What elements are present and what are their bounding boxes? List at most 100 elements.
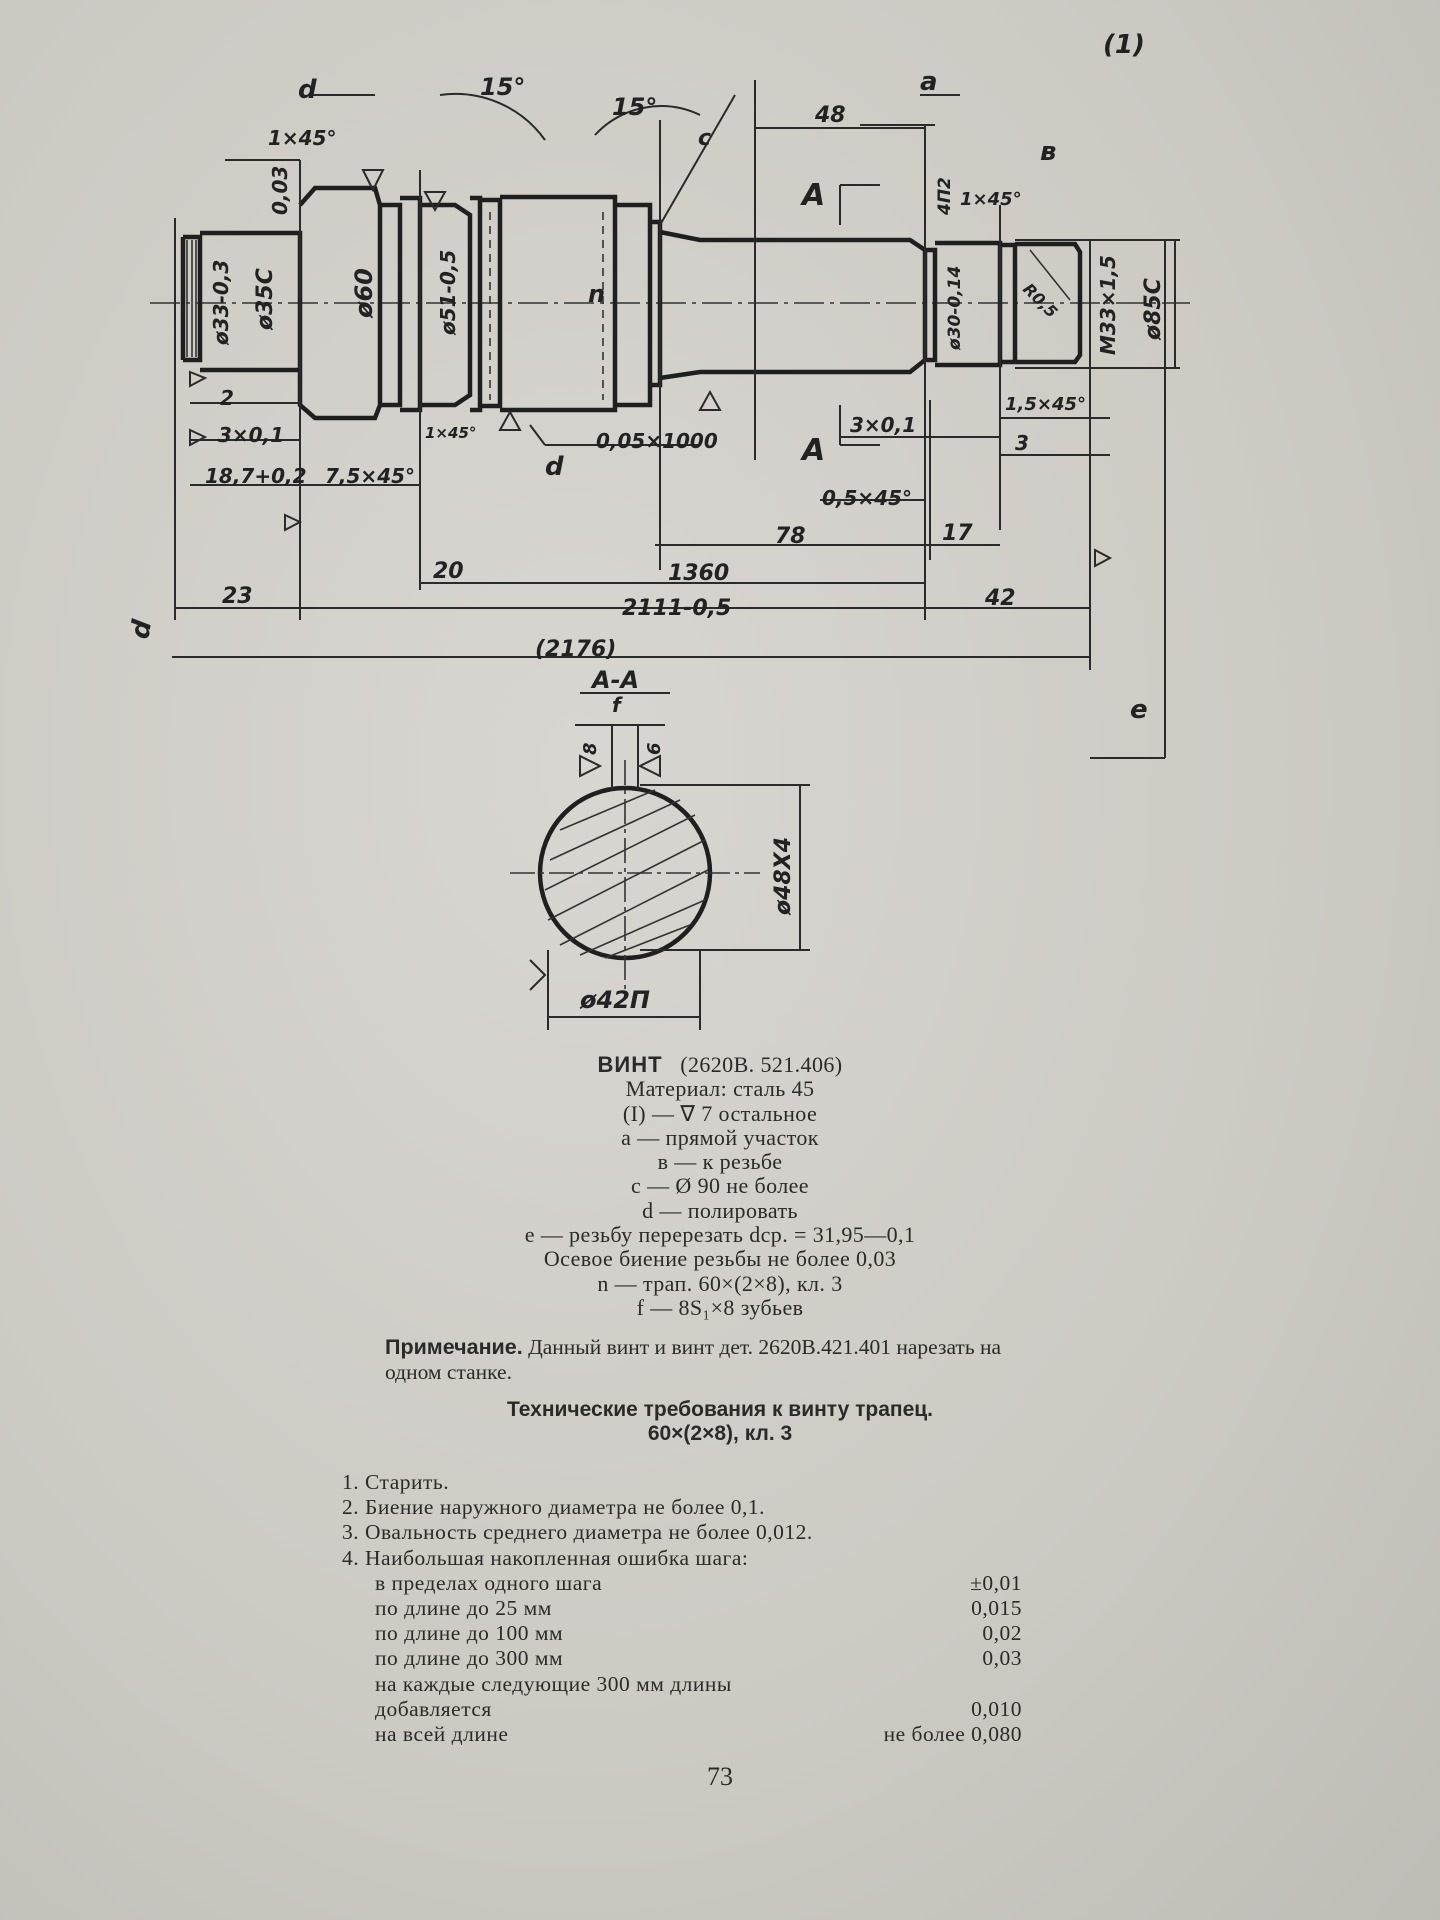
label-n: n — [588, 280, 605, 308]
label-3: 3 — [1015, 431, 1029, 455]
label-d60: ø60 — [350, 268, 378, 319]
label-1-5x45: 1,5×45° — [1005, 394, 1086, 415]
label-d35: ø35С — [253, 268, 278, 331]
section-a-a — [510, 692, 810, 1030]
part-name: ВИНТ — [597, 1052, 663, 1077]
label-angle-15a: 15° — [480, 73, 525, 101]
label-18-7: 18,7+0,2 — [205, 464, 307, 488]
label-A-bottom: A — [800, 433, 825, 468]
label-a: a — [920, 67, 938, 97]
label-d33: ø33-0,3 — [209, 260, 233, 346]
label-2: 2 — [220, 386, 234, 410]
requirement-text: 4. Наибольшая накопленная ошибка шага: — [342, 1545, 749, 1570]
label-d-bottom: d — [545, 452, 564, 482]
label-05x45: 0,5×45° — [822, 486, 912, 510]
sub-label: на всей длине — [375, 1722, 509, 1747]
title-line: в — к резьбе — [657, 1149, 783, 1175]
label-3x01: 3×0,1 — [218, 423, 284, 447]
sub-value: 0,010 — [971, 1696, 1022, 1721]
sub-value: ±0,01 — [970, 1570, 1022, 1595]
label-chamfer: 1×45° — [268, 126, 337, 150]
label-17: 17 — [942, 521, 973, 546]
sub-label: на каждые следующие 300 мм длины — [375, 1671, 732, 1696]
label-78: 78 — [775, 524, 806, 549]
label-d48: ø48Х4 — [771, 837, 796, 916]
label-2111: 2111-0,5 — [622, 596, 731, 621]
label-r6-section: 6 — [644, 742, 665, 755]
label-7-5x45: 7,5×45° — [325, 464, 415, 488]
page-number: 73 — [707, 1762, 733, 1791]
label-4p2: 4П2 — [935, 177, 955, 216]
label-2176: (2176) — [535, 637, 616, 662]
list-item: 2. Биение наружного диаметра не более 0,… — [342, 1495, 1022, 1520]
label-d85: ø85С — [1141, 278, 1166, 341]
title-line: c — Ø 90 не более — [631, 1173, 809, 1199]
list-item: 3. Овальность среднего диаметра не более… — [342, 1520, 1022, 1545]
requirement-text: 2. Биение наружного диаметра не более 0,… — [342, 1495, 766, 1520]
requirement-text: 1. Старить. — [342, 1470, 450, 1494]
title-line: f — 8S₁×8 зубьев — [636, 1294, 804, 1320]
label-c: c — [698, 126, 711, 151]
sub-label: в пределах одного шага — [375, 1570, 603, 1595]
label-23: 23 — [222, 584, 253, 609]
sub-value: 0,02 — [982, 1621, 1022, 1646]
title-line: а — прямой участок — [621, 1124, 819, 1150]
label-d51: ø51-0,5 — [436, 250, 460, 336]
label-20: 20 — [433, 559, 464, 584]
label-A-top: A — [800, 178, 825, 213]
sub-label: по длине до 100 мм — [375, 1621, 564, 1646]
label-d-left: d — [125, 617, 158, 641]
requirement-text: 3. Овальность среднего диаметра не более… — [342, 1520, 813, 1545]
label-48: 48 — [814, 103, 846, 128]
label-m33: М33×1,5 — [1096, 255, 1120, 355]
sub-value: не более 0,080 — [883, 1722, 1022, 1747]
label-1x45-right: 1×45° — [960, 189, 1022, 210]
part-code: (2620В. 521.406) — [680, 1052, 843, 1077]
title-line: Осевое биение резьбы не более 0,03 — [543, 1246, 897, 1272]
sub-value: 0,015 — [971, 1596, 1022, 1621]
tech-title-line1: Технические требования к винту трапец. — [506, 1398, 934, 1421]
label-003: 0,03 — [268, 166, 292, 215]
label-d42: ø42П — [579, 986, 650, 1014]
tech-requirements-title: Технические требования к винту трапец. 6… — [0, 1398, 1440, 1446]
label-1x45-small: 1×45° — [425, 424, 476, 442]
title-block: ВИНТ (2620В. 521.406) Материал: сталь 45… — [0, 1052, 1440, 1320]
label-005x1000: 0,05×1000 — [596, 429, 718, 453]
label-3x01-right: 3×0,1 — [850, 413, 916, 437]
label-e: e — [1130, 695, 1148, 725]
title-line: (I) — ∇ 7 остальное — [622, 1100, 818, 1126]
note-text: Данный винт и винт дет. 2620В.421.401 на… — [385, 1335, 1002, 1384]
sub-item: по длине до 100 мм 0,02 — [342, 1621, 1022, 1646]
sub-value: 0,03 — [982, 1646, 1022, 1671]
sub-item: на всей длине не более 0,080 — [342, 1722, 1022, 1747]
shaft-drawing: (1) d 1×45° 15° 15° c a 48 в A A n 1×45°… — [125, 30, 1190, 1030]
title-line: n — трап. 60×(2×8), кл. 3 — [597, 1270, 843, 1296]
label-1360: 1360 — [668, 561, 729, 586]
sub-item: по длине до 25 мм 0,015 — [342, 1596, 1022, 1621]
sub-label: по длине до 25 мм — [375, 1596, 552, 1621]
label-d30: ø30-0,14 — [945, 266, 965, 351]
list-item: 4. Наибольшая накопленная ошибка шага: — [342, 1546, 1022, 1571]
title-line: d — полировать — [642, 1197, 798, 1223]
label-section-aa: А-А — [590, 666, 639, 694]
sub-label: по длине до 300 мм — [375, 1646, 564, 1671]
title-line: e — резьбу перерезать dср. = 31,95—0,1 — [524, 1222, 916, 1248]
list-item: 1. Старить. — [342, 1470, 1022, 1495]
tech-title-line2: 60×(2×8), кл. 3 — [647, 1422, 793, 1445]
sub-item: добавляется 0,010 — [342, 1697, 1022, 1722]
label-d-top: d — [298, 75, 317, 105]
sub-item: на каждые следующие 300 мм длины — [342, 1672, 1022, 1697]
sheet-mark: (1) — [1103, 30, 1145, 60]
sub-item: в пределах одного шага ±0,01 — [342, 1571, 1022, 1596]
label-b: в — [1040, 137, 1056, 167]
sub-label: добавляется — [375, 1696, 492, 1721]
note-label: Примечание. — [385, 1335, 523, 1359]
label-angle-15b: 15° — [612, 93, 657, 121]
sub-item: по длине до 300 мм 0,03 — [342, 1646, 1022, 1671]
title-line: Материал: сталь 45 — [625, 1076, 815, 1102]
part-title-line: ВИНТ (2620В. 521.406) — [0, 1052, 1440, 1077]
label-42: 42 — [984, 586, 1016, 611]
requirements-list: 1. Старить. 2. Биение наружного диаметра… — [342, 1470, 1022, 1747]
label-r05: R0,5 — [1019, 279, 1061, 321]
